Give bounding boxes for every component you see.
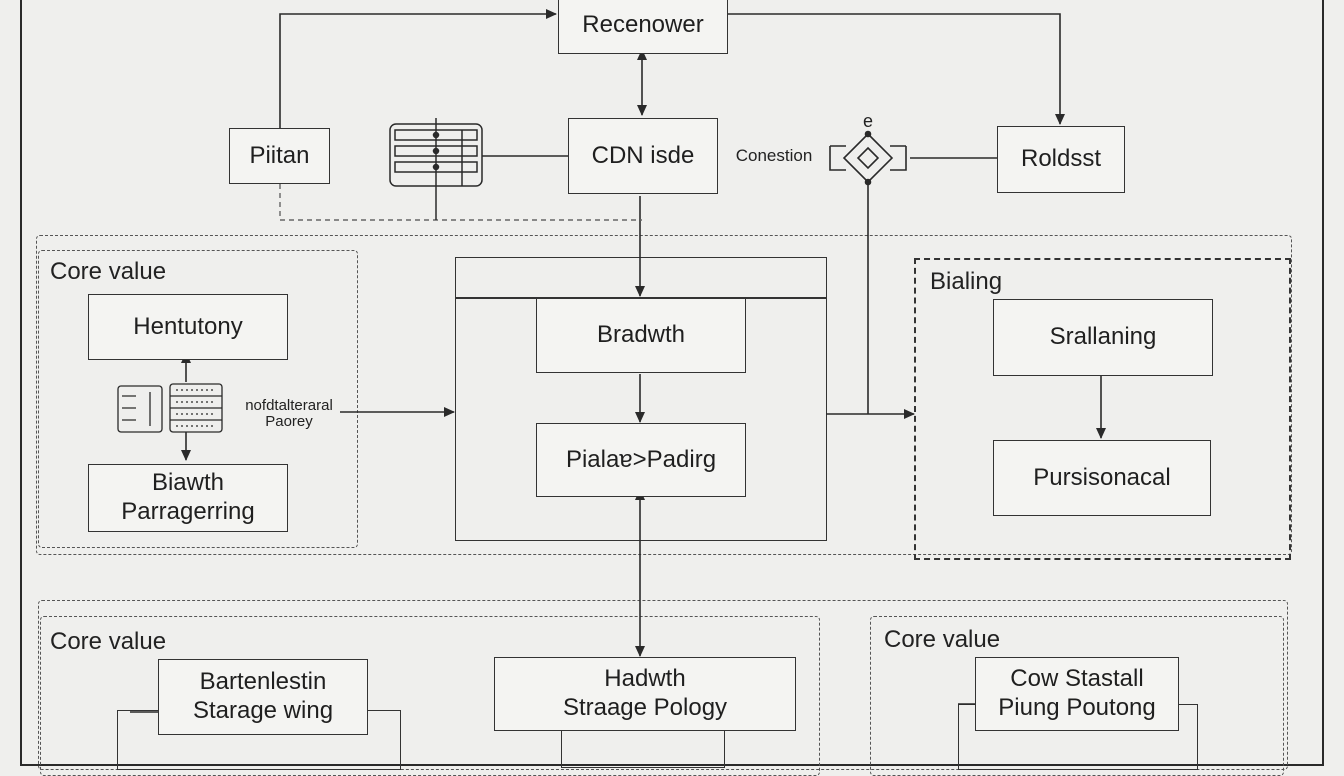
diamond-gateway-icon bbox=[829, 130, 907, 186]
storage-array-icon bbox=[117, 383, 223, 433]
conestion-label: Conestion bbox=[735, 146, 813, 165]
biawth-parragerring-node: Biawth Parragerring bbox=[88, 464, 288, 532]
core-value-group-top bbox=[38, 250, 358, 548]
core-value-title-top: Core value bbox=[50, 258, 167, 285]
bialing-group bbox=[914, 258, 1291, 560]
bartenlestin-storage-node: Bartenlestin Starage wing bbox=[158, 659, 368, 735]
diagram-canvas: Recenower Piitan CDN isde Roldsst Bradwt… bbox=[20, 0, 1324, 776]
server-rack-icon bbox=[389, 118, 483, 220]
cow-stastall-node: Cow Stastall Piung Poutong bbox=[975, 657, 1179, 731]
gateway-marker-label: e bbox=[862, 111, 873, 131]
cdn-isde-node: CDN isde bbox=[568, 118, 718, 194]
core-value-title-bottom-left: Core value bbox=[50, 628, 167, 655]
recenower-node: Recenower bbox=[558, 0, 728, 54]
pialage-padirg-node: Pialaɐ>Padirg bbox=[536, 423, 746, 497]
connector-piitan-recenower bbox=[279, 9, 557, 128]
connector-recenower-roldsst bbox=[728, 13, 1065, 125]
bradwth-node: Bradwth bbox=[536, 298, 746, 373]
hadwth-straage-node: Hadwth Straage Pology bbox=[494, 657, 796, 731]
top-region-outline bbox=[36, 235, 1292, 555]
roldsst-node: Roldsst bbox=[997, 126, 1125, 193]
pursisonacal-node: Pursisonacal bbox=[993, 440, 1211, 516]
srallaning-node: Srallaning bbox=[993, 299, 1213, 376]
dashed-return-connector bbox=[279, 184, 642, 221]
core-value-title-bottom-right: Core value bbox=[884, 626, 1001, 653]
hentutony-node: Hentutony bbox=[88, 294, 288, 360]
piitan-node: Piitan bbox=[229, 128, 330, 184]
nofdt-paorey-label: nofdtalteraral Paorey bbox=[245, 397, 333, 430]
connector-layer bbox=[117, 9, 1106, 713]
bialing-title: Bialing bbox=[930, 268, 1003, 295]
